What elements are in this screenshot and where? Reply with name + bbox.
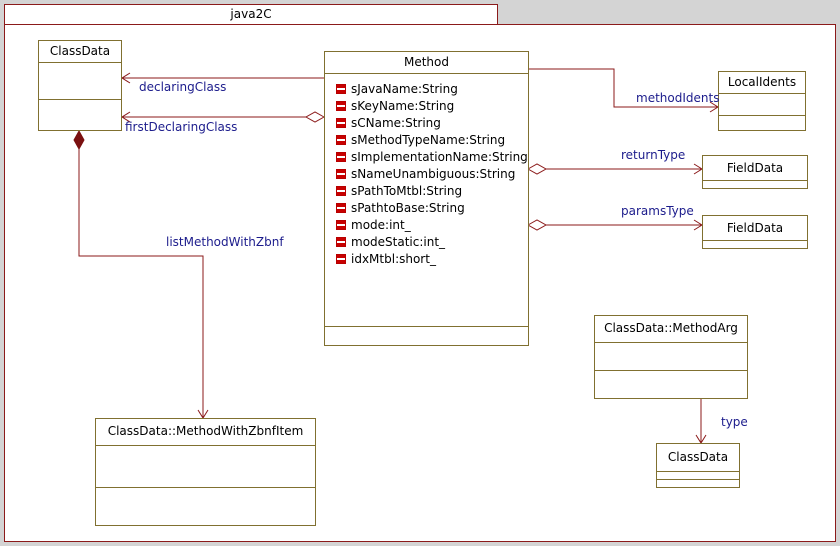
private-attribute-icon [336, 169, 346, 179]
attribute-row[interactable]: sNameUnambiguous:String [325, 166, 528, 183]
label-type: type [721, 415, 748, 429]
private-attribute-icon [336, 254, 346, 264]
private-attribute-icon [336, 152, 346, 162]
attribute-text: sCName:String [351, 116, 441, 130]
attributes-section: sJavaName:String sKeyName:String sCName:… [325, 74, 528, 327]
attribute-row[interactable]: sMethodTypeName:String [325, 132, 528, 149]
class-name: ClassData::MethodArg [595, 316, 747, 343]
class-name: ClassData::MethodWithZbnfItem [96, 419, 315, 446]
class-localidents[interactable]: LocalIdents [718, 71, 806, 131]
attribute-row[interactable]: sCName:String [325, 115, 528, 132]
attribute-text: sKeyName:String [351, 99, 455, 113]
attribute-text: modeStatic:int_ [351, 235, 446, 249]
operations-section [39, 100, 121, 130]
operations-section [96, 488, 315, 525]
attribute-text: sNameUnambiguous:String [351, 167, 516, 181]
attribute-row[interactable]: sPathtoBase:String [325, 200, 528, 217]
class-name: Method [325, 52, 528, 74]
class-fielddata-params[interactable]: FieldData [702, 215, 808, 249]
label-first-declaring-class: firstDeclaringClass [125, 120, 238, 134]
label-params-type: paramsType [621, 204, 694, 218]
private-attribute-icon [336, 135, 346, 145]
attribute-text: sMethodTypeName:String [351, 133, 506, 147]
operations-section [595, 371, 747, 398]
private-attribute-icon [336, 84, 346, 94]
package-tab[interactable]: java2C [4, 4, 498, 24]
private-attribute-icon [336, 203, 346, 213]
attribute-row[interactable]: mode:int_ [325, 217, 528, 234]
private-attribute-icon [336, 220, 346, 230]
attributes-section [719, 94, 805, 116]
attribute-text: mode:int_ [351, 218, 411, 232]
label-declaring-class: declaringClass [139, 80, 227, 94]
attribute-text: sPathToMtbl:String [351, 184, 463, 198]
class-name: FieldData [703, 216, 807, 241]
private-attribute-icon [336, 101, 346, 111]
attribute-row[interactable]: sPathToMtbl:String [325, 183, 528, 200]
attributes-section [595, 343, 747, 371]
operations-section [657, 480, 739, 487]
class-name: FieldData [703, 156, 807, 181]
attribute-text: idxMtbl:short_ [351, 252, 436, 266]
attributes-section [703, 181, 807, 188]
class-classdata-top[interactable]: ClassData [38, 40, 122, 131]
class-method[interactable]: Method sJavaName:String sKeyName:String … [324, 51, 529, 346]
class-methodarg[interactable]: ClassData::MethodArg [594, 315, 748, 399]
class-name: LocalIdents [719, 72, 805, 94]
attribute-text: sImplementationName:String [351, 150, 528, 164]
package-name: java2C [230, 7, 272, 21]
attribute-row[interactable]: idxMtbl:short_ [325, 251, 528, 268]
class-fielddata-return[interactable]: FieldData [702, 155, 808, 189]
operations-section [719, 116, 805, 130]
class-classdata-bottom[interactable]: ClassData [656, 443, 740, 488]
class-name: ClassData [657, 444, 739, 472]
label-list-method-with-zbnf: listMethodWithZbnf [166, 235, 284, 249]
attribute-row[interactable]: modeStatic:int_ [325, 234, 528, 251]
attribute-text: sPathtoBase:String [351, 201, 465, 215]
label-method-idents: methodIdents [636, 91, 720, 105]
attribute-row[interactable]: sImplementationName:String [325, 149, 528, 166]
private-attribute-icon [336, 186, 346, 196]
attributes-section [96, 446, 315, 488]
attribute-row[interactable]: sJavaName:String [325, 81, 528, 98]
attribute-text: sJavaName:String [351, 82, 458, 96]
attribute-row[interactable]: sKeyName:String [325, 98, 528, 115]
private-attribute-icon [336, 237, 346, 247]
attributes-section [703, 241, 807, 248]
private-attribute-icon [336, 118, 346, 128]
attributes-section [39, 63, 121, 100]
composition-diamond-icon [73, 129, 85, 151]
label-return-type: returnType [621, 148, 686, 162]
class-methodwithzbnfitem[interactable]: ClassData::MethodWithZbnfItem [95, 418, 316, 526]
operations-section [325, 327, 528, 345]
attributes-section [657, 472, 739, 480]
class-name: ClassData [39, 41, 121, 63]
